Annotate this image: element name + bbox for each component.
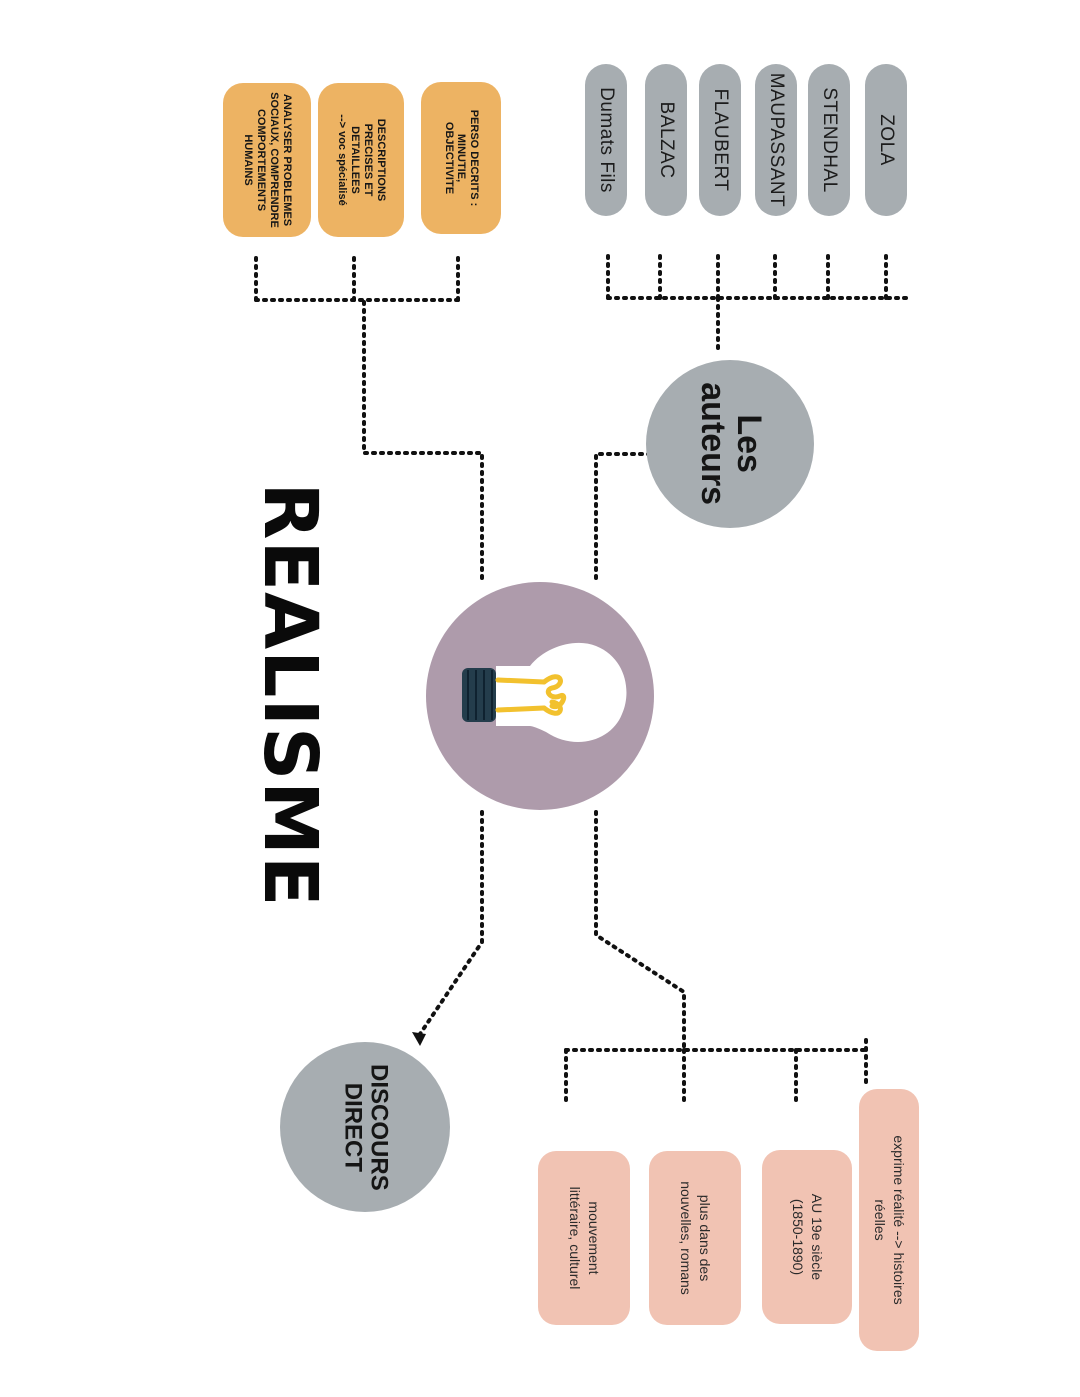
definition-box: plus dans des nouvelles, romans [649, 1151, 741, 1325]
link-center-definitions [594, 810, 686, 1052]
discours-direct-label: DISCOURS DIRECT [339, 1063, 393, 1191]
lightbulb-icon [462, 642, 627, 743]
definition-box: AU 19e siècle (1850-1890) [762, 1150, 852, 1324]
arrowhead-discours [412, 1032, 426, 1046]
author-pill-zola: ZOLA [865, 64, 907, 216]
link-center-discours [418, 810, 484, 1036]
author-pill-balzac: BALZAC [645, 64, 687, 216]
characteristic-box: DESCRIPTIONS PRECISES ET DETAILLEES --> … [318, 83, 404, 237]
authors-node-label: Les auteurs [693, 382, 768, 506]
discours-direct-node: DISCOURS DIRECT [280, 1042, 450, 1212]
link-center-characteristics [362, 298, 484, 580]
link-center-authors [594, 452, 662, 580]
authors-node: Les auteurs [646, 360, 814, 528]
central-node [426, 582, 654, 810]
author-pill-flaubert: FLAUBERT [699, 64, 741, 216]
author-pill-maupassant: MAUPASSANT [755, 64, 797, 216]
characteristic-box: PERSO DECRITS : MINUTIE, OBJECTIVITE [421, 82, 501, 234]
diagram-title: REALISME [247, 482, 333, 908]
author-pill-dumats-fils: Dumats Fils [585, 64, 627, 216]
author-pill-stendhal: STENDHAL [808, 64, 850, 216]
definition-box: mouvement littéraire, culturel [538, 1151, 630, 1325]
definition-box: exprime réalité --> histoires réelles [859, 1089, 919, 1351]
characteristic-box: ANALYSER PROBLEMES SOCIAUX, COMPRENDRE C… [223, 83, 311, 237]
